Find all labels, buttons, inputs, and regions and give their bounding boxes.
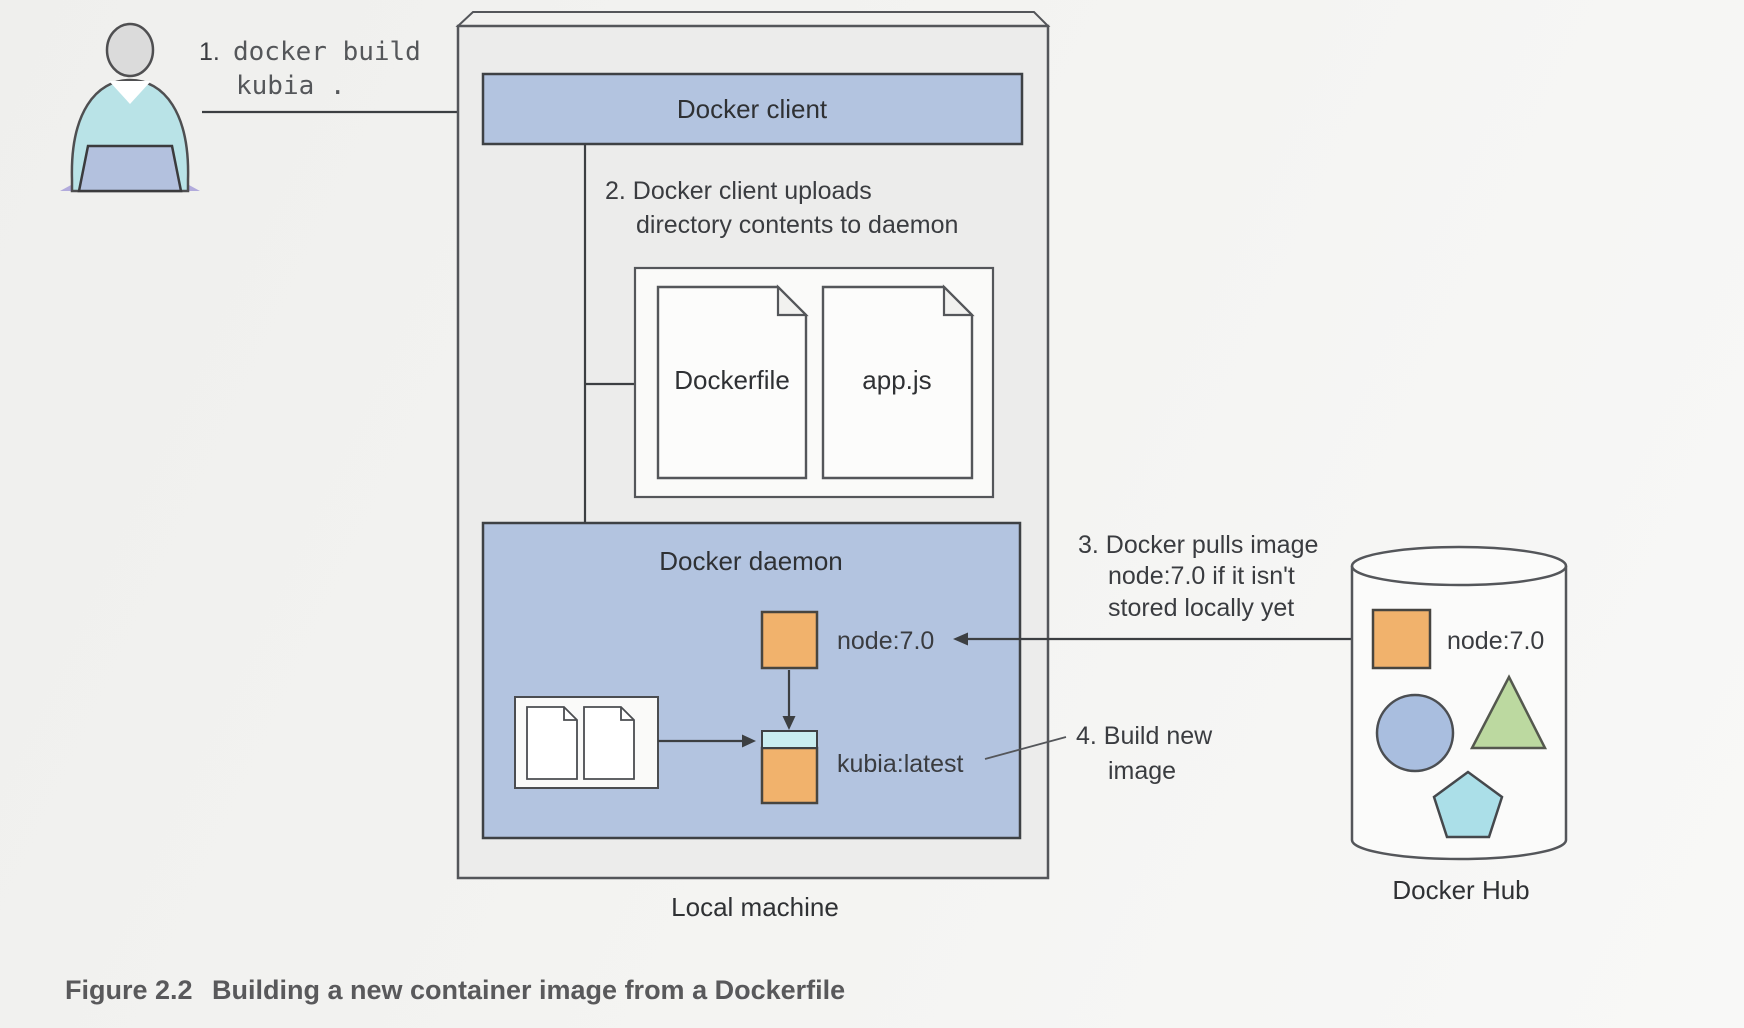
docker-daemon-label: Docker daemon <box>659 546 843 576</box>
step4-line2: image <box>1108 757 1176 785</box>
docker-client-label: Docker client <box>677 94 828 124</box>
arrow-pull-image-head <box>953 632 968 646</box>
hub-node-image-square <box>1371 608 1432 670</box>
docker-hub-label: Docker Hub <box>1392 875 1529 905</box>
kubia-image-label: kubia:latest <box>837 750 964 778</box>
dockerfile-doc-fold <box>776 284 809 317</box>
daemon-doc1-icon <box>526 706 578 780</box>
appjs-label: app.js <box>862 365 931 395</box>
step1-annotation: 1. docker build kubia . <box>199 37 421 101</box>
node-image-label: node:7.0 <box>837 627 934 655</box>
dockerfile-label: Dockerfile <box>674 365 790 395</box>
arrow-base-image-head <box>782 716 796 730</box>
step4-annotation: 4. Build new image <box>1076 722 1213 785</box>
daemon-doc2-icon <box>583 706 635 780</box>
hub-circle-image-icon <box>1375 693 1455 773</box>
step3-line1: 3. Docker pulls image <box>1078 531 1318 559</box>
appjs-doc-icon: app.js <box>821 284 975 480</box>
cylinder-top <box>1350 545 1568 587</box>
hub-triangle-image-icon <box>1469 674 1548 750</box>
figure-caption: Figure 2.2 Building a new container imag… <box>65 975 845 1005</box>
hub-node-image-label: node:7.0 <box>1447 627 1544 655</box>
node-image-square <box>760 610 819 670</box>
step2-annotation: 2. Docker client uploads directory conte… <box>605 177 958 239</box>
dockerfile-doc-outline <box>656 285 808 480</box>
laptop-icon <box>77 144 183 193</box>
local-machine-label: Local machine <box>671 892 839 922</box>
local-machine-top-face <box>455 11 1051 27</box>
person-head <box>105 22 155 78</box>
step3-line3: stored locally yet <box>1108 594 1294 622</box>
daemon-doc2-fold <box>620 707 634 721</box>
step1-command-line2: kubia . <box>236 71 346 101</box>
kubia-image-layers <box>760 730 819 805</box>
dockerfile-doc-icon: Dockerfile <box>656 284 809 480</box>
kubia-new-layer <box>761 730 818 749</box>
step3-line2: node:7.0 if it isn't <box>1108 562 1295 590</box>
appjs-doc-fold <box>942 284 975 317</box>
docker-hub-cylinder: node:7.0 <box>1350 545 1568 861</box>
step4-line1: 4. Build new <box>1076 722 1213 750</box>
hub-pentagon-image-icon <box>1432 770 1504 839</box>
caption-title: Building a new container image from a Do… <box>212 975 845 1005</box>
step2-line1: 2. Docker client uploads <box>605 177 872 205</box>
docker-client-box <box>481 72 1024 146</box>
developer-icon <box>60 22 200 193</box>
appjs-doc-outline <box>821 285 974 480</box>
daemon-context-files-icon <box>514 696 659 789</box>
arrow-build-image-head <box>742 734 756 748</box>
step2-line2: directory contents to daemon <box>636 211 958 239</box>
step1-number: 1. <box>199 38 220 66</box>
step3-annotation: 3. Docker pulls image node:7.0 if it isn… <box>1078 531 1318 622</box>
caption-figure-label: Figure 2.2 <box>65 975 193 1005</box>
step1-command-line1: docker build <box>233 37 421 67</box>
kubia-base-layer <box>760 746 819 805</box>
daemon-doc1-fold <box>563 707 577 721</box>
person-collar <box>109 81 151 104</box>
step4-callout-line <box>984 736 1067 760</box>
